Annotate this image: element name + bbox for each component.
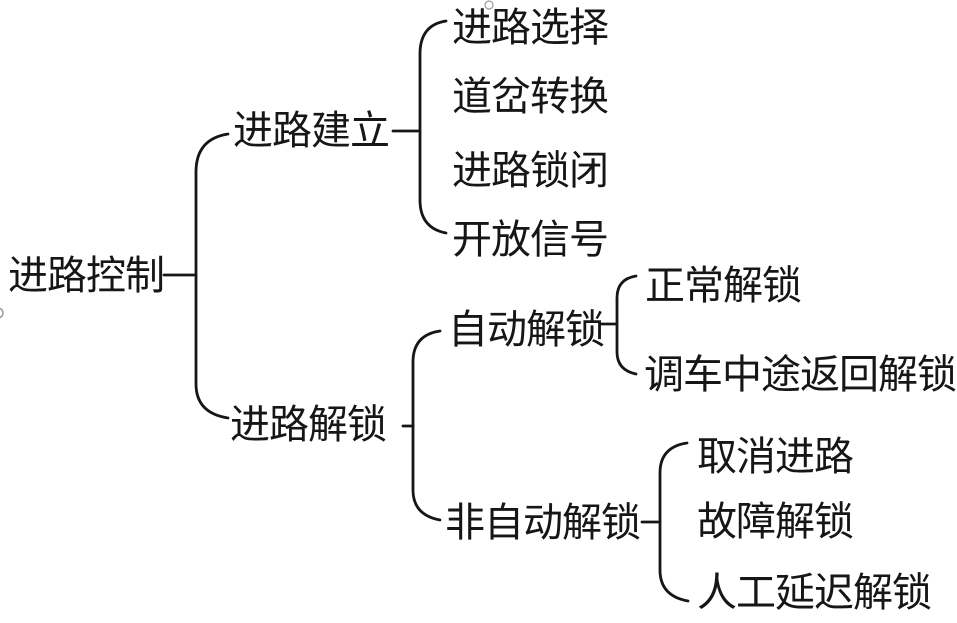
node-route-control: 进路控制 — [8, 253, 165, 298]
brace-root-children — [194, 132, 230, 420]
node-normal-unlocking: 正常解锁 — [645, 263, 802, 308]
brace-unlocking-children — [411, 329, 442, 522]
node-route-establishment: 进路建立 — [233, 108, 390, 153]
stray-circle-icon — [484, 0, 494, 10]
node-non-automatic-unlocking: 非自动解锁 — [445, 500, 641, 545]
brace-establishment-children — [418, 19, 448, 235]
node-route-unlocking: 进路解锁 — [230, 402, 387, 447]
node-signal-opening: 开放信号 — [452, 217, 609, 262]
node-manual-delay-unlocking: 人工延迟解锁 — [697, 570, 932, 615]
node-route-locking: 进路锁闭 — [452, 148, 609, 193]
node-switch-conversion: 道岔转换 — [452, 74, 609, 119]
brace-automatic-children — [615, 274, 638, 376]
node-shunting-midway-return-unlocking: 调车中途返回解锁 — [644, 352, 957, 397]
stray-circle-edge-icon — [0, 307, 4, 319]
node-automatic-unlocking: 自动解锁 — [448, 307, 605, 352]
node-fault-unlocking: 故障解锁 — [697, 499, 854, 544]
node-cancel-route: 取消进路 — [697, 434, 854, 479]
node-route-selection: 进路选择 — [452, 5, 609, 50]
brace-non-automatic-children — [658, 441, 690, 603]
